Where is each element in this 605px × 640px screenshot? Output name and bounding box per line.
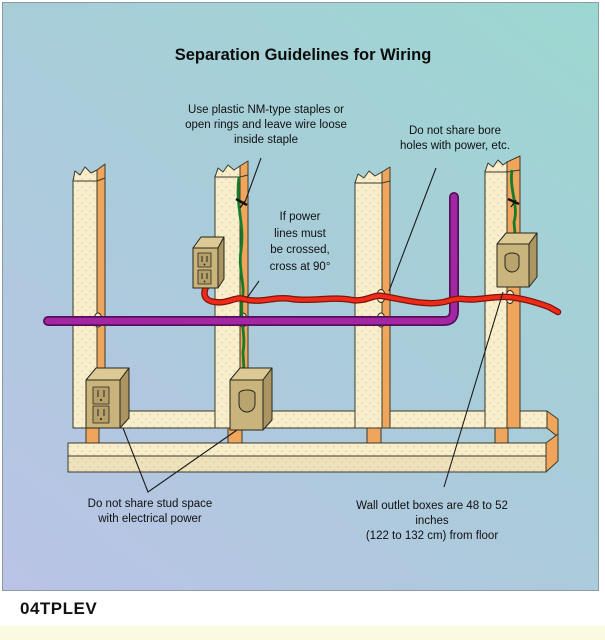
receptacle [197,269,212,285]
framing [67,155,559,473]
receptacle [92,405,110,424]
bottom-plate [67,433,559,473]
low-voltage-cable-stud4 [507,169,520,235]
staple-icon [239,200,246,209]
receptacle [197,252,212,268]
receptacle [92,386,110,405]
leader-line-staples [244,157,262,203]
staple-icon [235,197,248,207]
outlet-boxes [85,232,538,431]
bottom-strip [0,626,605,640]
staple-icon [510,199,517,208]
jack-opening [238,389,256,413]
leader-line-bore-holes [388,167,437,292]
low-voltage-cable-stud2 [235,176,248,372]
leader-lines [122,157,504,493]
annotation-crossing: If power lines must be crossed, cross at… [269,211,331,273]
leader-line-crossing [246,280,260,299]
leader-line-outlet-height [443,291,504,488]
figure-code: 04TPLEV [20,599,98,618]
low-voltage-box-stud2 [229,367,273,431]
low-voltage-box-stud4 [496,232,538,288]
annotation-bore-holes: Do not share bore holes with power, etc. [400,125,510,152]
staple-icon [507,197,520,206]
annotation-outlet-height: Wall outlet boxes are 48 to 52 inches (1… [356,500,508,542]
leader-line-stud-space [122,427,238,493]
annotation-staples: Use plastic NM-type staples or open ring… [185,104,347,146]
figure-title: Separation Guidelines for Wiring [174,46,432,64]
power-cable-red [201,283,562,316]
duplex-outlet-box-lower [85,367,130,429]
power-cable-purple [43,192,459,326]
duplex-outlet-box-upper [192,236,225,289]
annotation-stud-space: Do not share stud space with electrical … [87,498,213,525]
wall-stud-3 [354,166,391,446]
jack-opening [504,252,520,273]
